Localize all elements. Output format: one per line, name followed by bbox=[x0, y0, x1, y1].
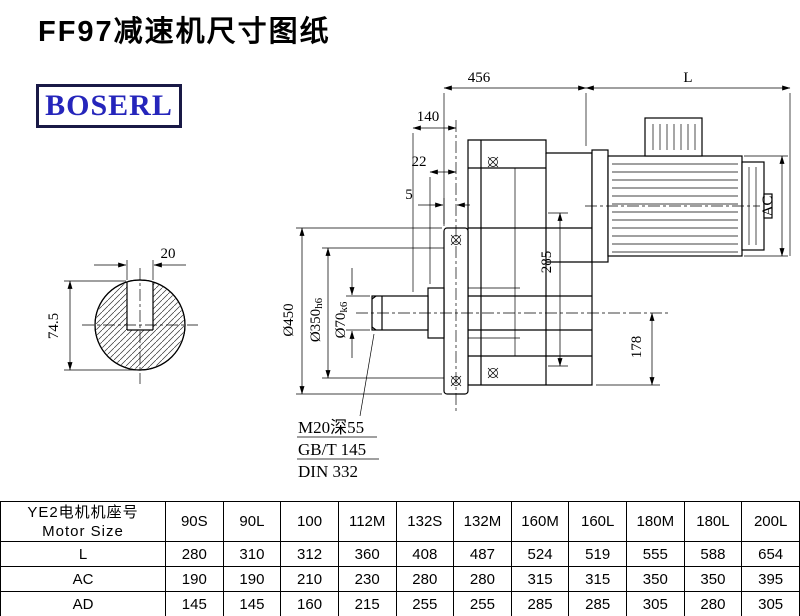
terminal-box bbox=[644, 117, 703, 157]
technical-drawing: 456 L 140 22 5 AC 285 178 Ø450 Ø350h6 Ø7… bbox=[46, 70, 791, 481]
cell-L-160M: 524 bbox=[510, 541, 570, 567]
motor-size-180M: 180M bbox=[626, 501, 685, 542]
dim-L-label: L bbox=[683, 70, 692, 86]
motor bbox=[591, 117, 773, 263]
gearbox-body bbox=[467, 139, 593, 386]
dia70-value: Ø70 bbox=[333, 313, 349, 339]
cell-AD-132M: 255 bbox=[453, 591, 512, 616]
dia350-tolerance: h6 bbox=[313, 297, 325, 309]
cell-AC-160L: 315 bbox=[568, 566, 627, 592]
dimension-labels: 456 L 140 22 5 AC 285 178 Ø450 Ø350h6 Ø7… bbox=[46, 70, 776, 358]
dim-178-label: 178 bbox=[629, 336, 645, 359]
thread-notes: M20深55 GB/T 145 DIN 332 bbox=[298, 418, 366, 481]
cell-L-90S: 280 bbox=[165, 541, 224, 567]
motor-size-112M: 112M bbox=[337, 501, 397, 542]
dim-285-label: 285 bbox=[539, 251, 555, 274]
cell-AD-160M: 285 bbox=[510, 591, 570, 616]
motor-size-90S: 90S bbox=[165, 501, 224, 542]
cell-L-112M: 360 bbox=[337, 541, 397, 567]
cell-AC-180L: 350 bbox=[683, 566, 743, 592]
note-m20: M20深55 bbox=[298, 418, 364, 437]
cell-AD-180L: 280 bbox=[683, 591, 743, 616]
bolt-mark bbox=[487, 367, 499, 379]
page-title: FF97减速机尺寸图纸 bbox=[38, 16, 331, 48]
cell-AD-90S: 145 bbox=[165, 591, 224, 616]
dim-140-label: 140 bbox=[417, 109, 440, 125]
cell-AD-200L: 305 bbox=[741, 591, 800, 616]
motor-size-header-en: Motor Size bbox=[42, 522, 124, 540]
dim-dia350-label: Ø350h6 bbox=[308, 297, 325, 342]
dim-456-label: 456 bbox=[468, 70, 491, 86]
cell-AC-90L: 190 bbox=[222, 566, 282, 592]
motor-size-200L: 200L bbox=[741, 501, 800, 542]
cell-L-132S: 408 bbox=[395, 541, 455, 567]
motor-size-132S: 132S bbox=[395, 501, 455, 542]
dim-dia70-label: Ø70k6 bbox=[333, 301, 350, 338]
dim-20-label: 20 bbox=[161, 246, 176, 262]
row-label-AD: AD bbox=[0, 591, 166, 616]
cell-AC-132M: 280 bbox=[453, 566, 512, 592]
bolt-mark bbox=[487, 156, 499, 168]
cell-AC-200L: 395 bbox=[741, 566, 800, 592]
motor-size-100: 100 bbox=[280, 501, 339, 542]
centerlines bbox=[356, 120, 760, 412]
bolt-hole-marks bbox=[450, 156, 499, 387]
motor-size-90L: 90L bbox=[222, 501, 282, 542]
cell-AC-160M: 315 bbox=[510, 566, 570, 592]
row-label-L: L bbox=[0, 541, 166, 567]
motor-size-160L: 160L bbox=[568, 501, 627, 542]
cell-AD-132S: 255 bbox=[395, 591, 455, 616]
cell-L-132M: 487 bbox=[453, 541, 512, 567]
motor-size-header-cn: YE2电机机座号 bbox=[27, 503, 139, 521]
dim-dia450-label: Ø450 bbox=[281, 303, 297, 336]
cell-AD-100: 160 bbox=[280, 591, 339, 616]
dim-5-label: 5 bbox=[405, 187, 413, 203]
cell-L-160L: 519 bbox=[568, 541, 627, 567]
dim-AC-label: AC bbox=[760, 196, 776, 217]
logo-text: BOSERL bbox=[45, 89, 173, 122]
cell-AC-180M: 350 bbox=[626, 566, 685, 592]
dia350-value: Ø350 bbox=[308, 309, 324, 342]
cell-AD-160L: 285 bbox=[568, 591, 627, 616]
dim-22-label: 22 bbox=[412, 154, 427, 170]
motor-size-132M: 132M bbox=[453, 501, 512, 542]
cell-L-200L: 654 bbox=[741, 541, 800, 567]
cell-AC-100: 210 bbox=[280, 566, 339, 592]
cell-AC-132S: 280 bbox=[395, 566, 455, 592]
shaft-end-view bbox=[64, 260, 198, 384]
cell-AD-90L: 145 bbox=[222, 591, 282, 616]
motor-size-180L: 180L bbox=[683, 501, 743, 542]
row-label-AC: AC bbox=[0, 566, 166, 592]
cell-AD-180M: 305 bbox=[626, 591, 685, 616]
motor-size-160M: 160M bbox=[510, 501, 570, 542]
cell-L-100: 312 bbox=[280, 541, 339, 567]
note-gbt145: GB/T 145 bbox=[298, 440, 366, 459]
cell-L-180L: 588 bbox=[683, 541, 743, 567]
cell-AC-90S: 190 bbox=[165, 566, 224, 592]
boserl-logo: BOSERL bbox=[36, 84, 182, 128]
motor-fins bbox=[612, 163, 738, 253]
dimension-lines bbox=[296, 85, 791, 460]
cell-L-90L: 310 bbox=[222, 541, 282, 567]
mounting-flange bbox=[427, 227, 469, 395]
dia70-tolerance: k6 bbox=[338, 301, 350, 313]
cell-AD-112M: 215 bbox=[337, 591, 397, 616]
dim-74-5-label: 74.5 bbox=[46, 313, 62, 339]
cell-AC-112M: 230 bbox=[337, 566, 397, 592]
note-din332: DIN 332 bbox=[298, 462, 358, 481]
cell-L-180M: 555 bbox=[626, 541, 685, 567]
